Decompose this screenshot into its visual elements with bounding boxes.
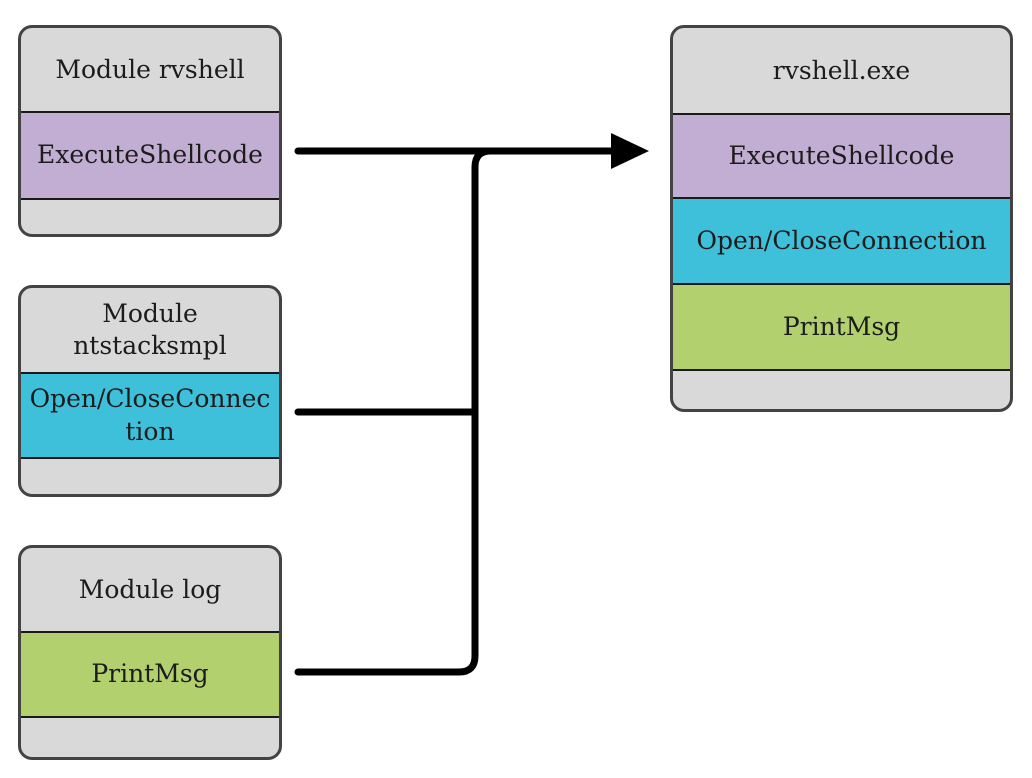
module-title-text: Module ntstacksmpl [73, 299, 227, 360]
module-footer [21, 200, 279, 234]
module-title-text: Module rvshell [55, 54, 245, 84]
module-function-text: ExecuteShellcode [37, 140, 263, 170]
module-function-band: PrintMsg [21, 631, 279, 718]
executable-function-text: ExecuteShellcode [728, 140, 955, 170]
executable-footer [673, 371, 1010, 409]
module-footer [21, 459, 279, 494]
module-title: Module log [21, 548, 279, 631]
executable-function-band: PrintMsg [673, 285, 1010, 371]
module-box-log: Module log PrintMsg [18, 545, 282, 760]
executable-function-text: Open/CloseConnection [696, 225, 987, 255]
executable-function-band: Open/CloseConnection [673, 199, 1010, 285]
module-function-band: ExecuteShellcode [21, 111, 279, 200]
executable-box-rvshell-exe: rvshell.exe ExecuteShellcode Open/CloseC… [670, 25, 1013, 412]
executable-function-band: ExecuteShellcode [673, 113, 1010, 199]
module-title: Module ntstacksmpl [21, 288, 279, 372]
module-function-text: Open/CloseConnection [29, 384, 271, 446]
module-box-ntstacksmpl: Module ntstacksmpl Open/CloseConnection [18, 285, 282, 497]
executable-title: rvshell.exe [673, 28, 1010, 113]
module-title: Module rvshell [21, 28, 279, 111]
connector-log-trunk [294, 147, 544, 676]
module-function-band: Open/CloseConnection [21, 372, 279, 459]
executable-title-text: rvshell.exe [772, 55, 911, 85]
executable-function-text: PrintMsg [782, 311, 901, 341]
module-footer [21, 718, 279, 757]
module-function-text: PrintMsg [91, 659, 209, 689]
arrowhead-icon [611, 133, 649, 169]
module-box-rvshell: Module rvshell ExecuteShellcode [18, 25, 282, 237]
module-title-text: Module log [78, 574, 222, 604]
